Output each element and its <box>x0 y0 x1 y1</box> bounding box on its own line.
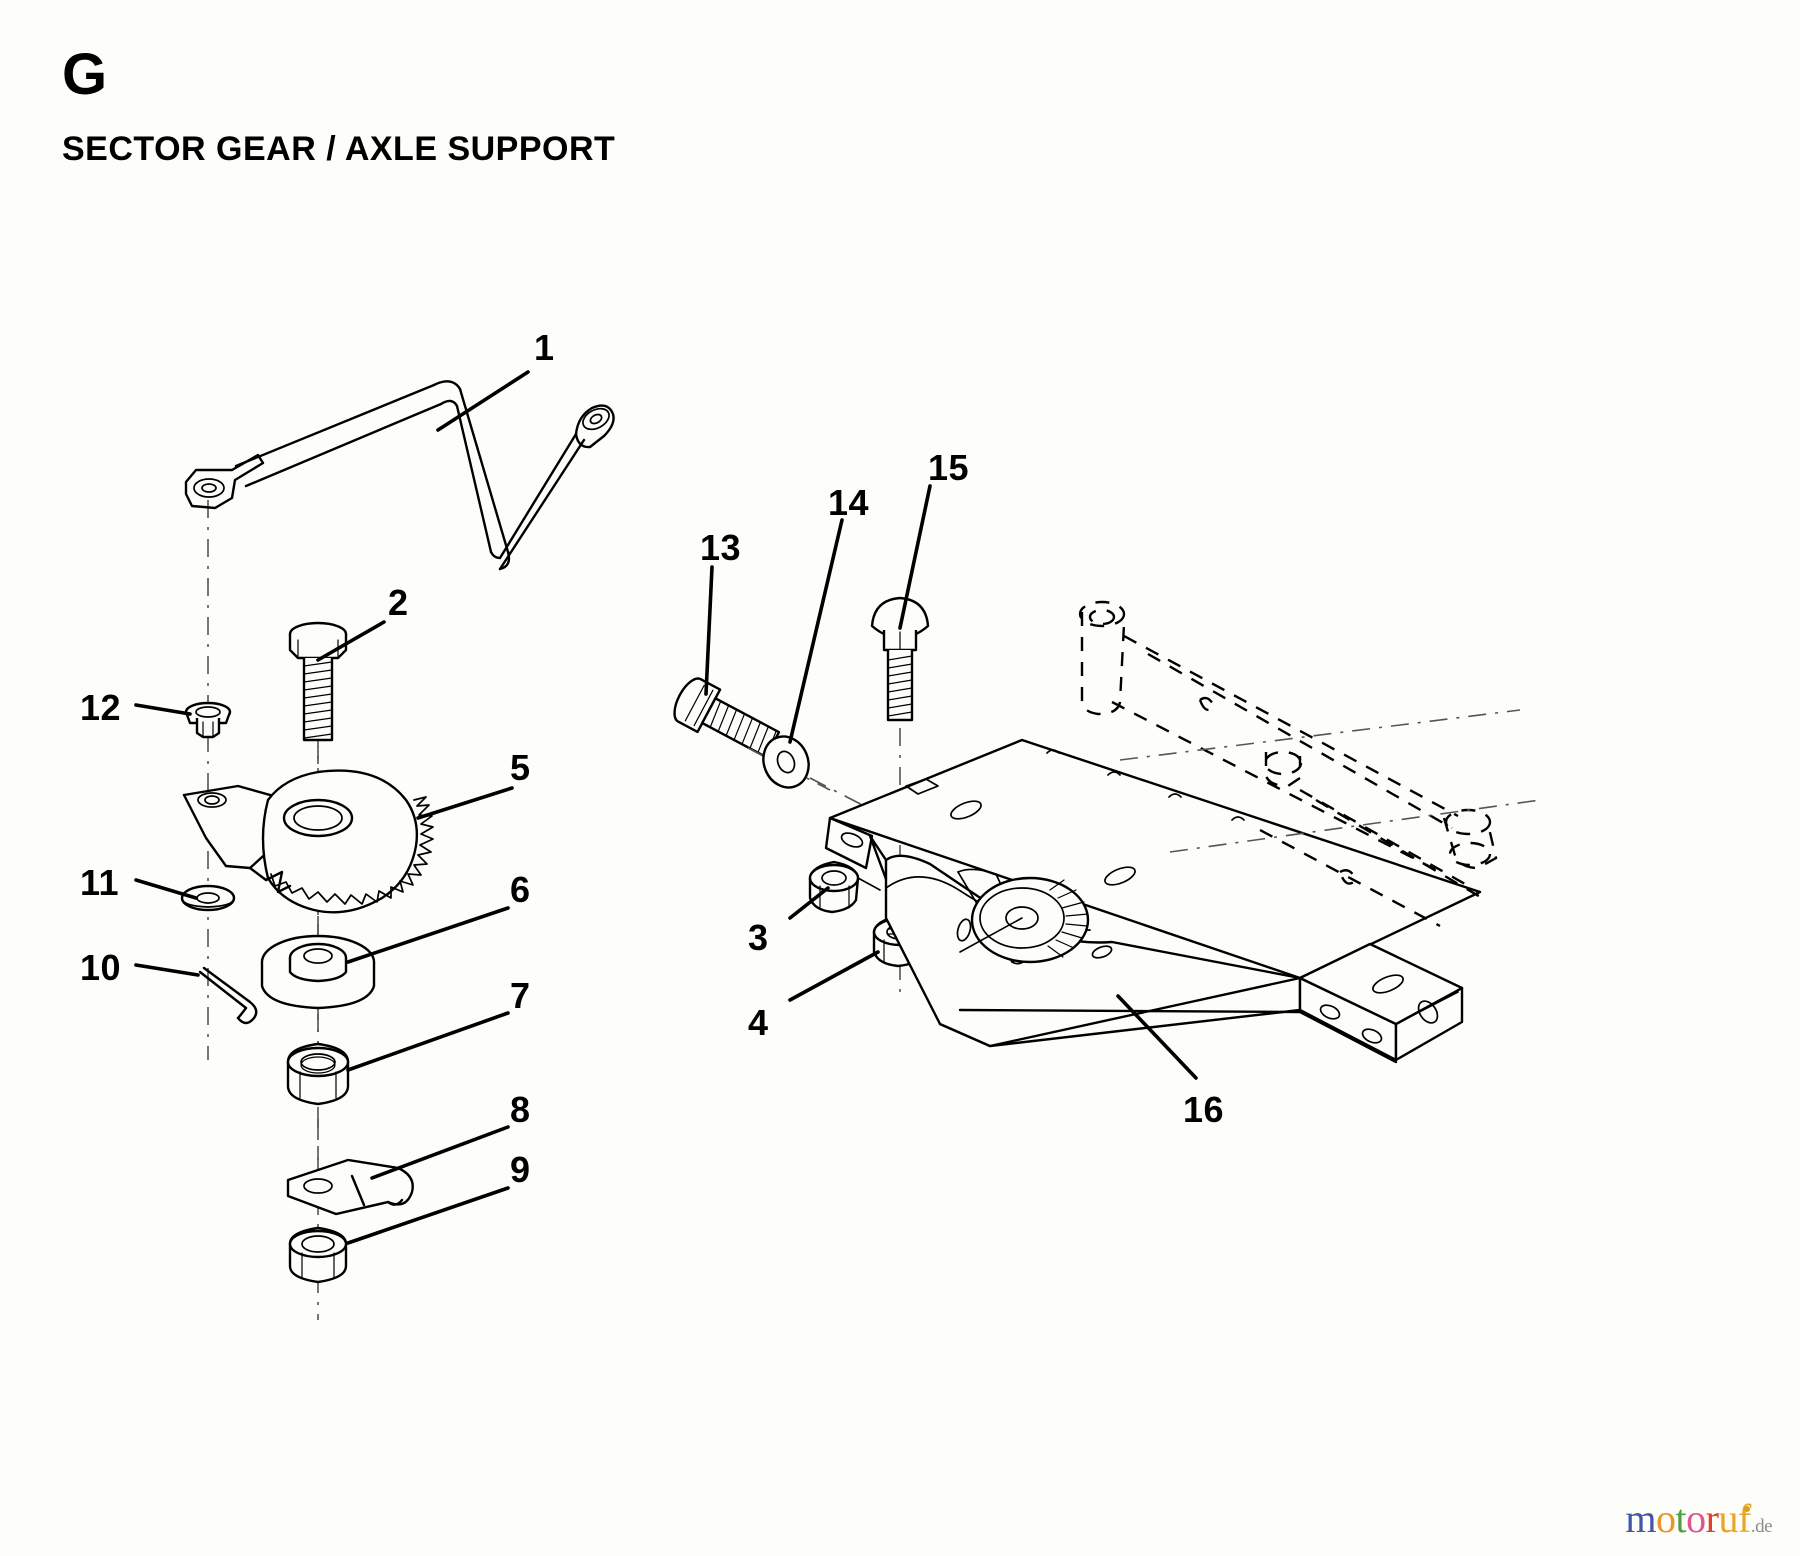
part-14-flat-washer <box>762 735 873 811</box>
watermark-letter-o1: o <box>1656 1496 1676 1541</box>
callout-5: 5 <box>510 747 531 788</box>
callout-6: 6 <box>510 869 531 910</box>
part-10-cotter-pin <box>198 966 258 1025</box>
callout-10: 10 <box>80 947 122 988</box>
part-7-hex-nut <box>286 1042 350 1160</box>
phantom-axle-frame <box>1078 600 1541 928</box>
part-16-axle-support-bracket <box>824 738 1482 1064</box>
callout-14: 14 <box>828 482 870 523</box>
section-letter: G <box>62 42 107 107</box>
part-15-carriage-bolt <box>870 596 930 1000</box>
callout-11: 11 <box>80 862 120 903</box>
watermark-letter-f: f <box>1737 1496 1751 1541</box>
part-13-hex-bolt <box>673 677 831 791</box>
motoruf-watermark: motoruf.de <box>1625 1495 1772 1542</box>
part-11-flat-washer <box>180 884 236 912</box>
callout-7: 7 <box>510 975 531 1016</box>
callout-15: 15 <box>928 447 970 488</box>
callout-16: 16 <box>1183 1089 1225 1130</box>
page-title: SECTOR GEAR / AXLE SUPPORT <box>62 130 616 168</box>
callout-2: 2 <box>388 582 409 623</box>
leader-lines <box>134 370 1198 1245</box>
watermark-letter-t: t <box>1675 1496 1687 1541</box>
part-3-hex-lock-nut <box>808 860 881 914</box>
watermark-suffix: .de <box>1750 1516 1773 1537</box>
watermark-letter-u: u <box>1718 1496 1738 1541</box>
watermark-letter-o2: o <box>1686 1496 1706 1541</box>
page-header: G SECTOR GEAR / AXLE SUPPORT <box>62 46 962 169</box>
watermark-letter-r: r <box>1705 1496 1719 1541</box>
part-8-retaining-clip-bracket <box>286 1158 414 1216</box>
part-9-hex-flange-nut <box>288 1226 348 1284</box>
part-12-flange-nut <box>184 701 232 739</box>
callout-4: 4 <box>748 1002 769 1043</box>
callout-3: 3 <box>748 917 769 958</box>
watermark-letter-m: m <box>1625 1496 1657 1541</box>
part-1-shift-rod-linkage <box>184 380 615 571</box>
part-6-spacer-bushing <box>260 934 376 1056</box>
callout-9: 9 <box>510 1149 531 1190</box>
callout-1: 1 <box>534 327 555 368</box>
callout-8: 8 <box>510 1089 531 1130</box>
callout-12: 12 <box>80 687 122 728</box>
callout-13: 13 <box>700 527 742 568</box>
part-5-sector-gear <box>182 769 434 960</box>
